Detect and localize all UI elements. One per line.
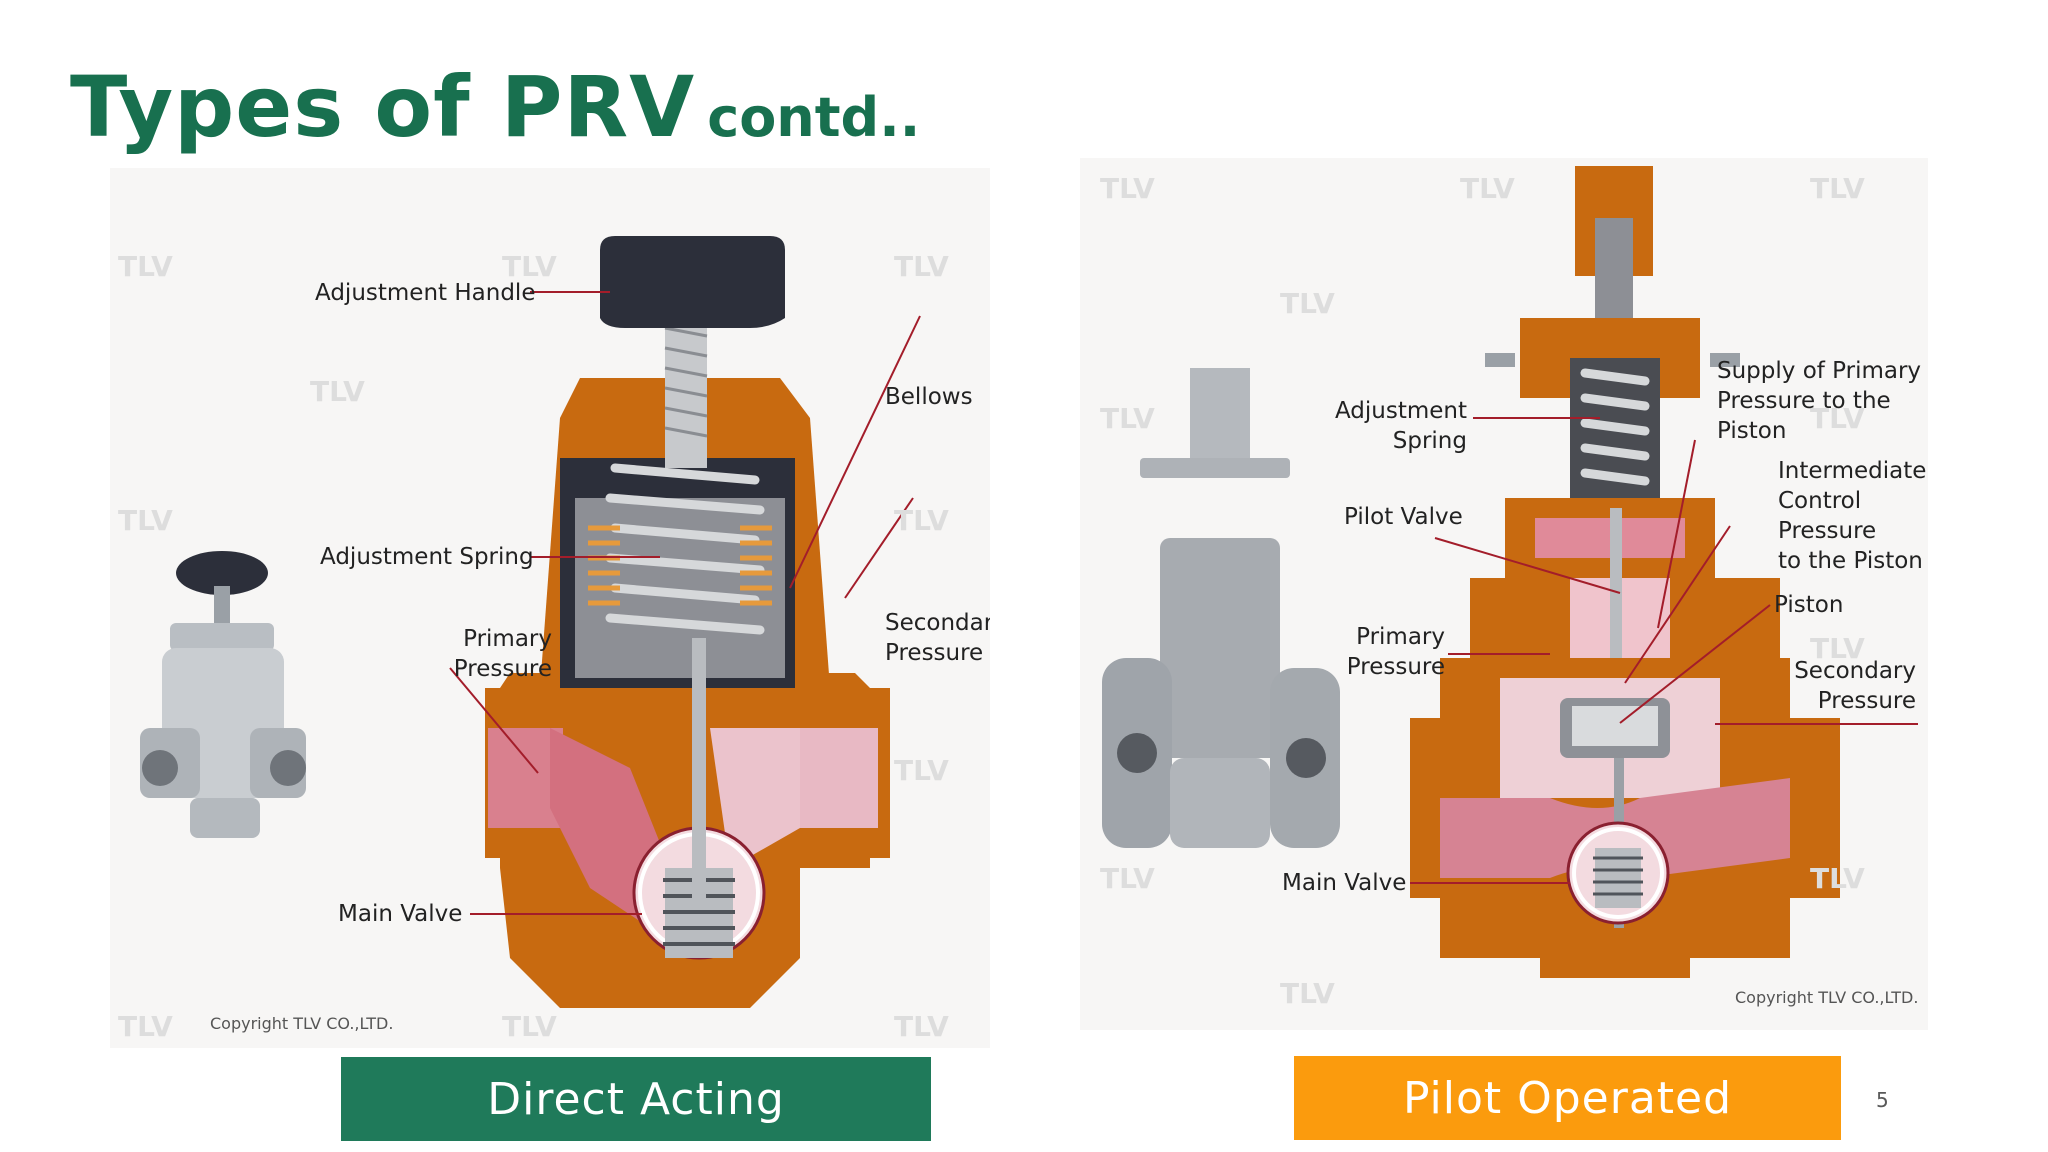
slide-title-suffix: contd..: [707, 86, 921, 149]
direct-acting-banner: Direct Acting: [341, 1057, 931, 1141]
svg-text:TLV: TLV: [118, 1010, 173, 1043]
svg-text:TLV: TLV: [1100, 402, 1155, 435]
svg-text:TLV: TLV: [894, 754, 949, 787]
direct-acting-watermarks: TLV TLV TLV TLV TLV TLV TLV TLV TLV TLV: [118, 250, 949, 1043]
pilot-operated-watermarks: TLV TLV TLV TLV TLV TLV TLV TLV TLV TLV: [1100, 172, 1865, 1010]
label-supply-of-primary-pressure: Supply of Primary Pressure to the Piston: [1717, 358, 1922, 444]
label-adjustment-spring: Adjustment Spring: [320, 544, 534, 570]
svg-text:TLV: TLV: [1100, 862, 1155, 895]
label-adjustment-spring-pilot: Adjustment Spring: [1334, 398, 1467, 454]
direct-acting-diagram: TLV TLV TLV TLV TLV TLV TLV TLV TLV TLV: [118, 236, 949, 1043]
svg-text:TLV: TLV: [118, 250, 173, 283]
direct-acting-figure: TLV TLV TLV TLV TLV TLV TLV TLV TLV TLV …: [110, 168, 990, 1048]
svg-text:TLV: TLV: [894, 250, 949, 283]
svg-text:TLV: TLV: [894, 504, 949, 537]
direct-acting-copyright: Copyright TLV CO.,LTD.: [210, 1014, 394, 1033]
page-number: 5: [1876, 1088, 1889, 1112]
label-primary-pressure: Primary Pressure: [453, 626, 552, 682]
label-adjustment-handle: Adjustment Handle: [315, 280, 536, 306]
pilot-operated-diagram: TLV TLV TLV TLV TLV TLV TLV TLV TLV TLV: [1100, 166, 1918, 1010]
svg-text:TLV: TLV: [1810, 402, 1865, 435]
label-primary-pressure-pilot: Primary Pressure: [1346, 624, 1445, 680]
svg-text:TLV: TLV: [1810, 172, 1865, 205]
svg-text:TLV: TLV: [1100, 172, 1155, 205]
svg-text:TLV: TLV: [118, 504, 173, 537]
svg-text:TLV: TLV: [894, 1010, 949, 1043]
direct-acting-product-photo: [140, 551, 306, 838]
svg-text:TLV: TLV: [1810, 632, 1865, 665]
pilot-operated-cutaway: [1410, 166, 1840, 978]
pilot-operated-leader-lines: [1410, 417, 1918, 884]
svg-text:TLV: TLV: [1280, 287, 1335, 320]
label-piston: Piston: [1774, 592, 1844, 618]
pilot-operated-figure: TLV TLV TLV TLV TLV TLV TLV TLV TLV TLV …: [1080, 158, 1928, 1030]
label-secondary-pressure-pilot: Secondary Pressure: [1794, 658, 1916, 714]
svg-text:TLV: TLV: [310, 375, 365, 408]
direct-acting-cutaway: [485, 236, 890, 1008]
label-intermediate-control-pressure: Intermediate Control Pressure to the Pis…: [1778, 458, 1927, 574]
label-bellows: Bellows: [885, 384, 973, 410]
label-main-valve-pilot: Main Valve: [1282, 870, 1407, 896]
label-main-valve: Main Valve: [338, 901, 463, 927]
svg-text:TLV: TLV: [1460, 172, 1515, 205]
svg-text:TLV: TLV: [502, 1010, 557, 1043]
direct-acting-leader-lines: [449, 291, 921, 915]
pilot-operated-banner: Pilot Operated: [1294, 1056, 1841, 1140]
pilot-operated-copyright: Copyright TLV CO.,LTD.: [1735, 988, 1919, 1007]
svg-text:TLV: TLV: [1810, 862, 1865, 895]
pilot-operated-product-photo: [1102, 368, 1340, 848]
svg-text:TLV: TLV: [1280, 977, 1335, 1010]
slide-title-main: Types of PRV: [70, 58, 696, 156]
label-secondary-pressure: Secondary Pressure: [885, 610, 990, 666]
svg-text:TLV: TLV: [502, 250, 557, 283]
label-pilot-valve: Pilot Valve: [1344, 504, 1463, 530]
